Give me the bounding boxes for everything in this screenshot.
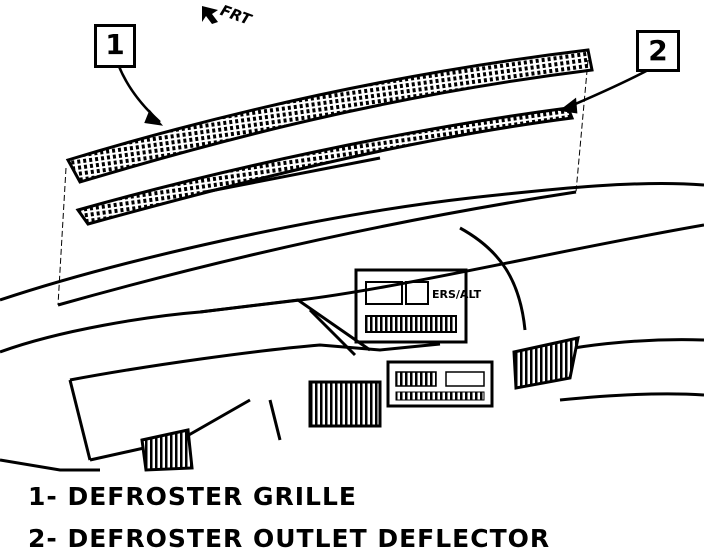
guide-lines <box>57 59 589 306</box>
radio-display: ERS/ALT <box>432 288 482 301</box>
right-vent <box>512 336 580 390</box>
radio-unit: ERS/ALT <box>354 268 482 344</box>
callout-2: 2 <box>636 30 680 72</box>
legend-item-defroster-outlet-deflector: 2- DEFROSTER OUTLET DEFLECTOR <box>28 524 551 553</box>
callout-1: 1 <box>94 24 136 68</box>
legend-item-defroster-grille: 1- DEFROSTER GRILLE <box>28 482 357 511</box>
defroster-grille <box>65 48 594 184</box>
climate-control <box>386 360 494 408</box>
instrument-panel <box>0 181 704 472</box>
left-vent <box>140 428 194 472</box>
center-vents <box>308 380 382 428</box>
direction-arrow-icon <box>202 6 218 24</box>
defroster-outlet-deflector <box>75 106 575 226</box>
